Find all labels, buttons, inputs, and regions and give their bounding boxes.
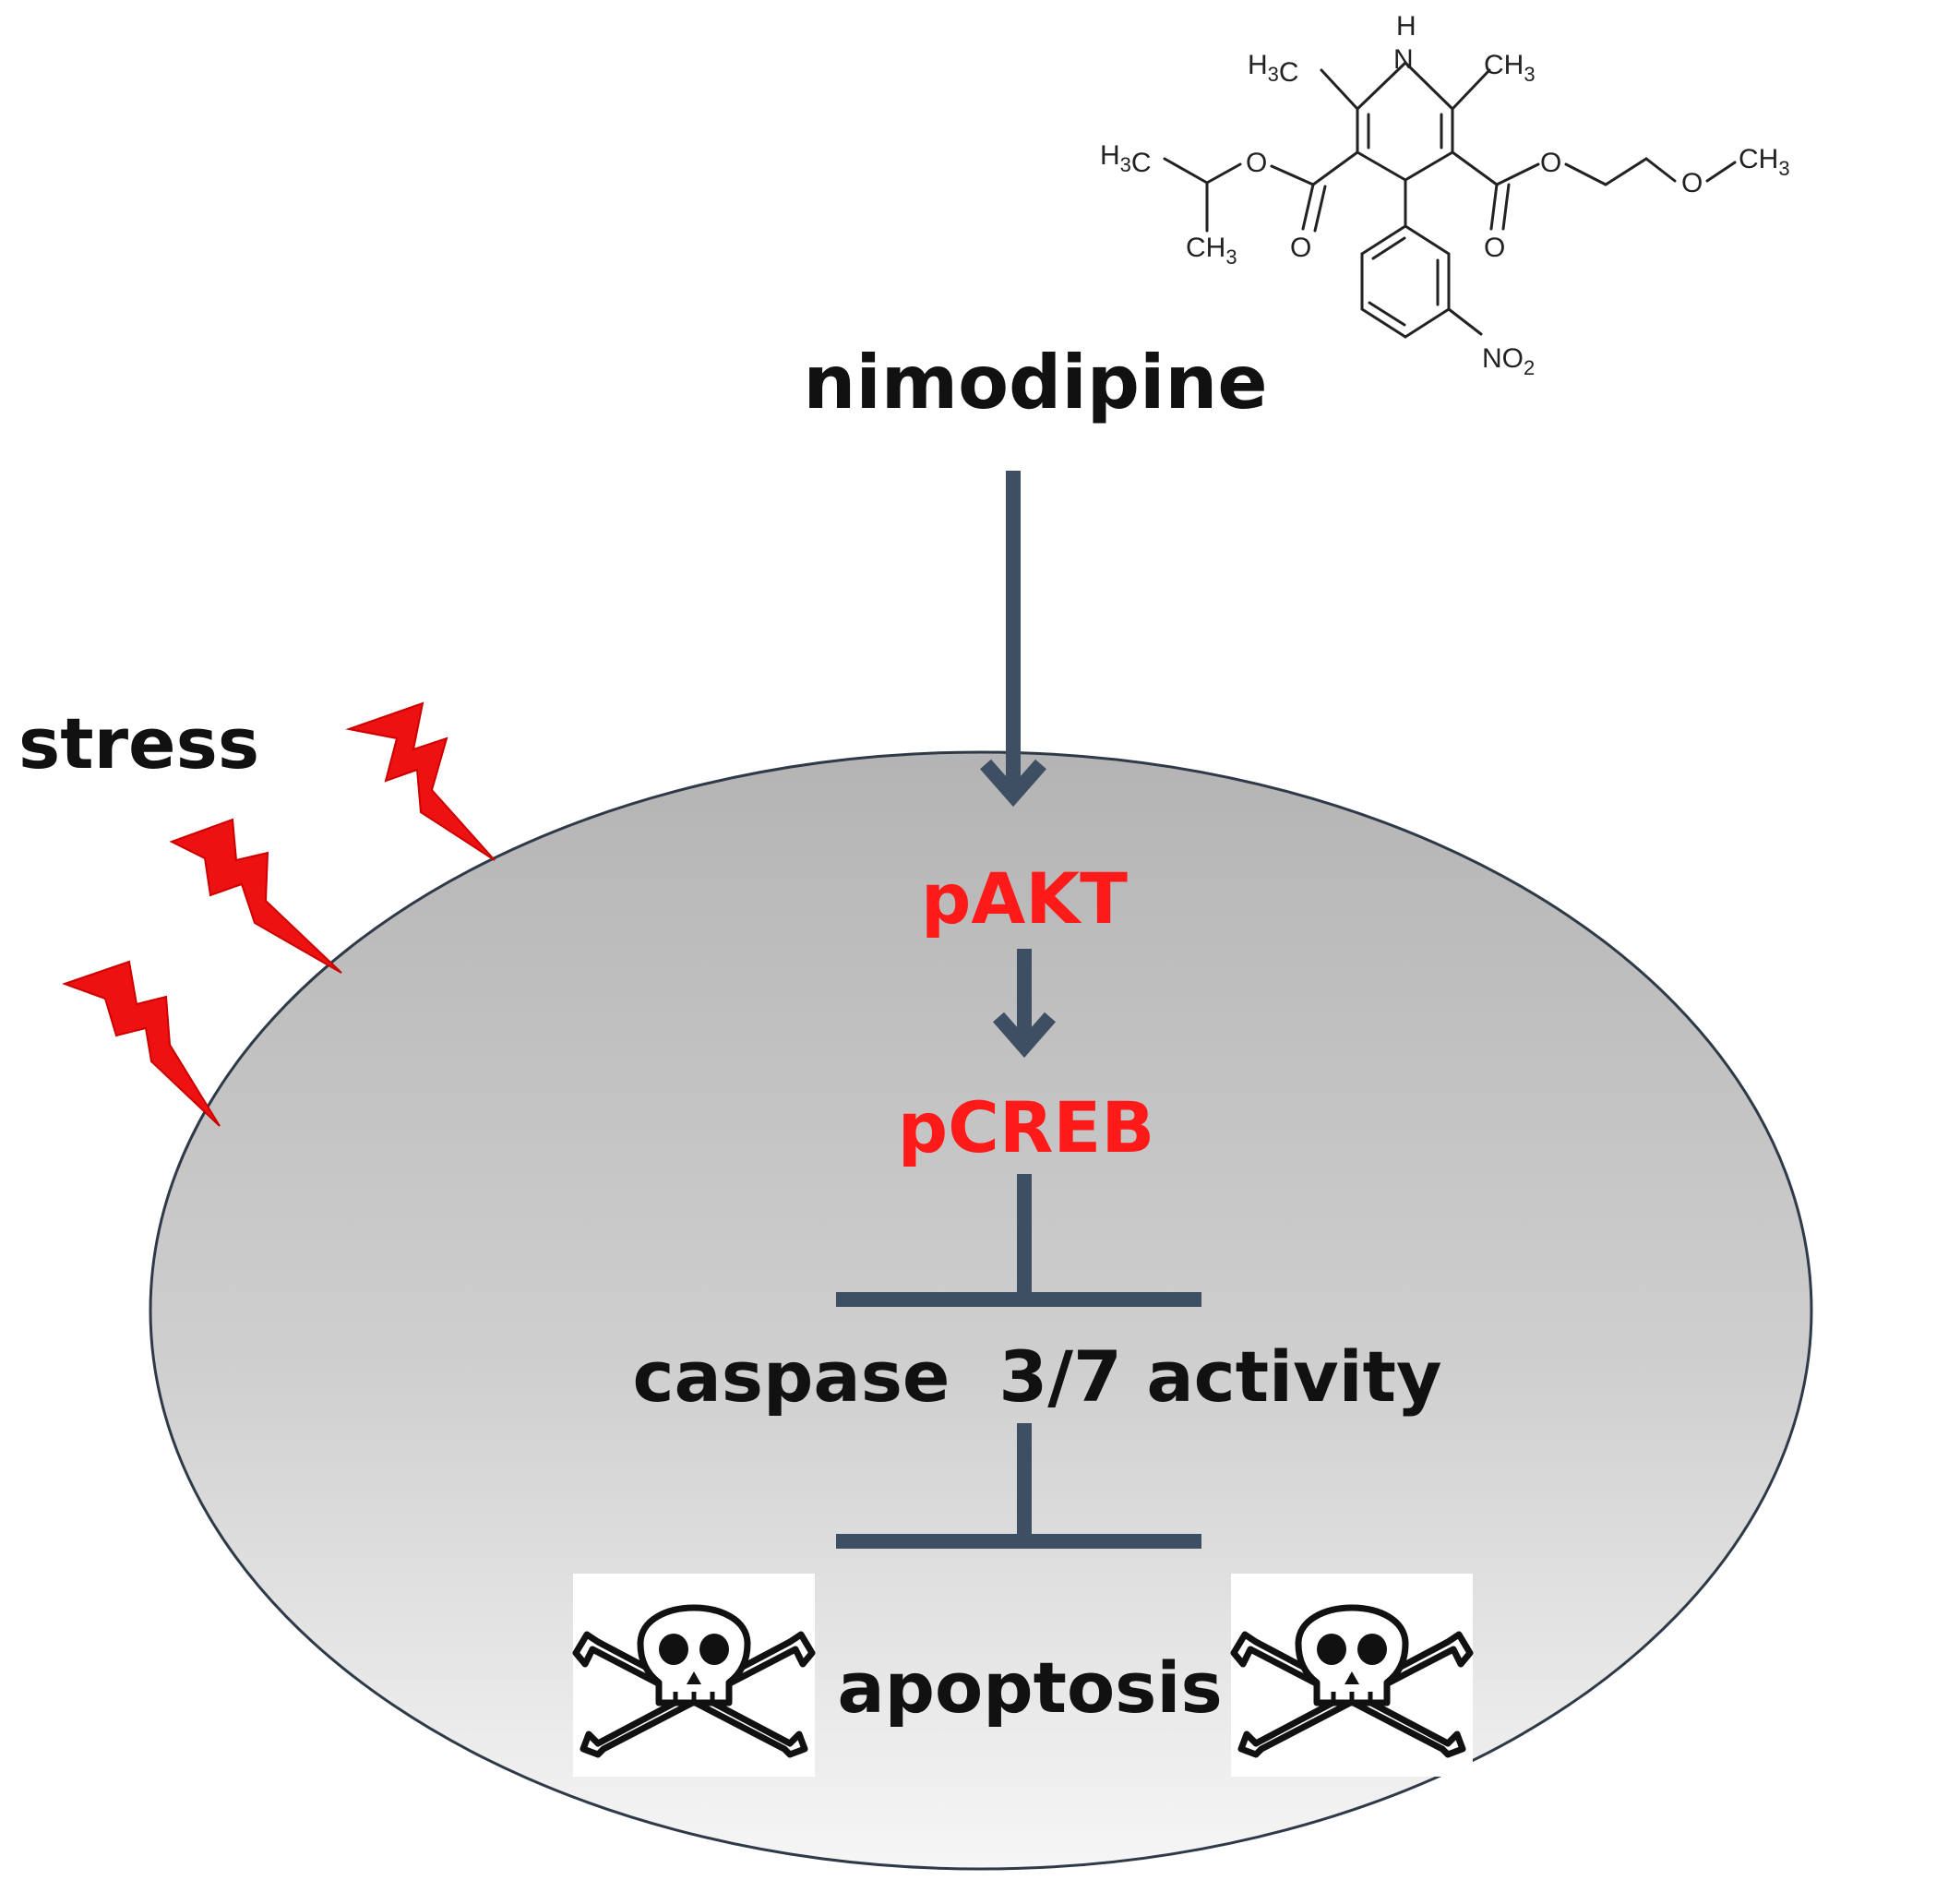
chem-label-h: H: [1396, 11, 1416, 42]
chem-label-o-carbonyl-right: O: [1484, 233, 1505, 263]
activation-arrow-main: [980, 471, 1046, 808]
inhibition-bar-caspase: [836, 1174, 1201, 1307]
chem-label-o-ester-left: O: [1246, 148, 1267, 178]
lightning-bolt-icon: [345, 701, 496, 861]
chem-label-h3c-top: H3C: [1248, 50, 1299, 88]
chem-label-o-ether: O: [1681, 168, 1703, 198]
chem-label-ch3-ether: CH3: [1739, 144, 1790, 180]
drug-label: nimodipine: [803, 340, 1267, 425]
chem-label-ch3-top: CH3: [1484, 50, 1536, 86]
activation-arrow-small: [992, 949, 1057, 1059]
lightning-bolt-icon: [61, 960, 221, 1127]
pcreb-label: pCREB: [898, 1086, 1155, 1168]
stress-label: stress: [18, 702, 259, 784]
chem-label-o-carbonyl-left: O: [1290, 233, 1311, 263]
chem-label-ch3-bottom: CH3: [1186, 233, 1237, 269]
skull-crossbones-icon: [1230, 1574, 1474, 1777]
apoptosis-label: apoptosis: [837, 1647, 1222, 1729]
caspase-label: caspase 3/7 activity: [632, 1335, 1441, 1418]
chem-label-n: N: [1393, 44, 1414, 75]
pakt-label: pAKT: [921, 857, 1128, 940]
chem-label-o-ester-right: O: [1540, 148, 1561, 178]
lightning-bolt-icon: [169, 818, 342, 974]
chem-label-no2: NO2: [1482, 343, 1535, 379]
inhibition-bar-apoptosis: [836, 1423, 1201, 1549]
chem-label-h3c-left: H3C: [1100, 140, 1152, 178]
nimodipine-structure: [1163, 61, 1737, 339]
skull-crossbones-icon: [572, 1574, 816, 1777]
nimodipine-structure-labels: H N H3C CH3 H3C CH3 O O O O O CH3 NO2: [1100, 11, 1790, 379]
